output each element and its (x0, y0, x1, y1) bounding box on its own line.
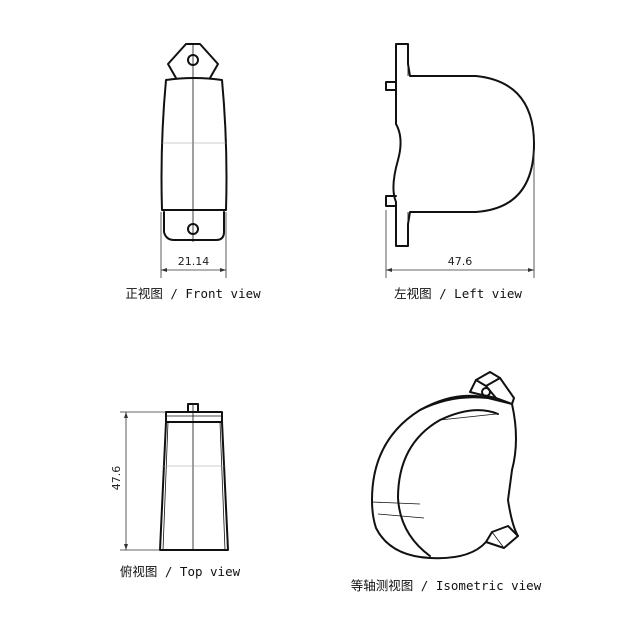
left-dimension-arrow-left (386, 268, 392, 272)
iso-band-top (419, 396, 489, 411)
left-view: 47.6 左视图 / Left view (385, 43, 535, 301)
top-body-outline (159, 421, 229, 551)
top-view-caption: 俯视图 / Top view (120, 564, 241, 579)
top-body-right-inner (219, 421, 226, 551)
front-dimension-arrow-right (220, 268, 226, 272)
iso-tab-hole (481, 387, 491, 397)
left-profile-outline (392, 43, 535, 247)
iso-band-front (397, 409, 499, 499)
top-cap-band (165, 411, 223, 423)
top-dimension-arrow-top (124, 412, 128, 418)
iso-top-tab-edge (475, 377, 501, 387)
iso-outer-outline (371, 394, 519, 560)
front-dimension-text: 21.14 (178, 255, 210, 268)
iso-section-line-lower (377, 513, 425, 519)
front-view: 21.14 正视图 / Front view (125, 43, 261, 301)
isometric-view: 等轴测视图 / Isometric view (351, 371, 542, 593)
iso-bottom-tab (485, 525, 519, 543)
top-body-left-inner (162, 421, 169, 551)
iso-section-line-upper (371, 501, 421, 505)
top-dimension-arrow-bottom (124, 544, 128, 550)
left-lower-lug (385, 195, 397, 207)
top-view: 47.6 俯视图 / Top view (110, 403, 241, 579)
front-body-outline (160, 77, 228, 211)
left-upper-lug (385, 81, 397, 91)
iso-section-line-right (439, 413, 497, 421)
front-bottom-tab (163, 211, 225, 241)
top-dimension-text: 47.6 (110, 466, 123, 491)
iso-band-inner (397, 497, 431, 557)
left-view-caption: 左视图 / Left view (394, 286, 522, 301)
front-view-caption: 正视图 / Front view (125, 286, 261, 301)
isometric-view-caption: 等轴测视图 / Isometric view (351, 578, 542, 593)
left-dimension-arrow-right (528, 268, 534, 272)
front-dimension-arrow-left (161, 268, 167, 272)
iso-bottom-tab-edge (491, 531, 505, 549)
left-dimension-text: 47.6 (448, 255, 473, 268)
